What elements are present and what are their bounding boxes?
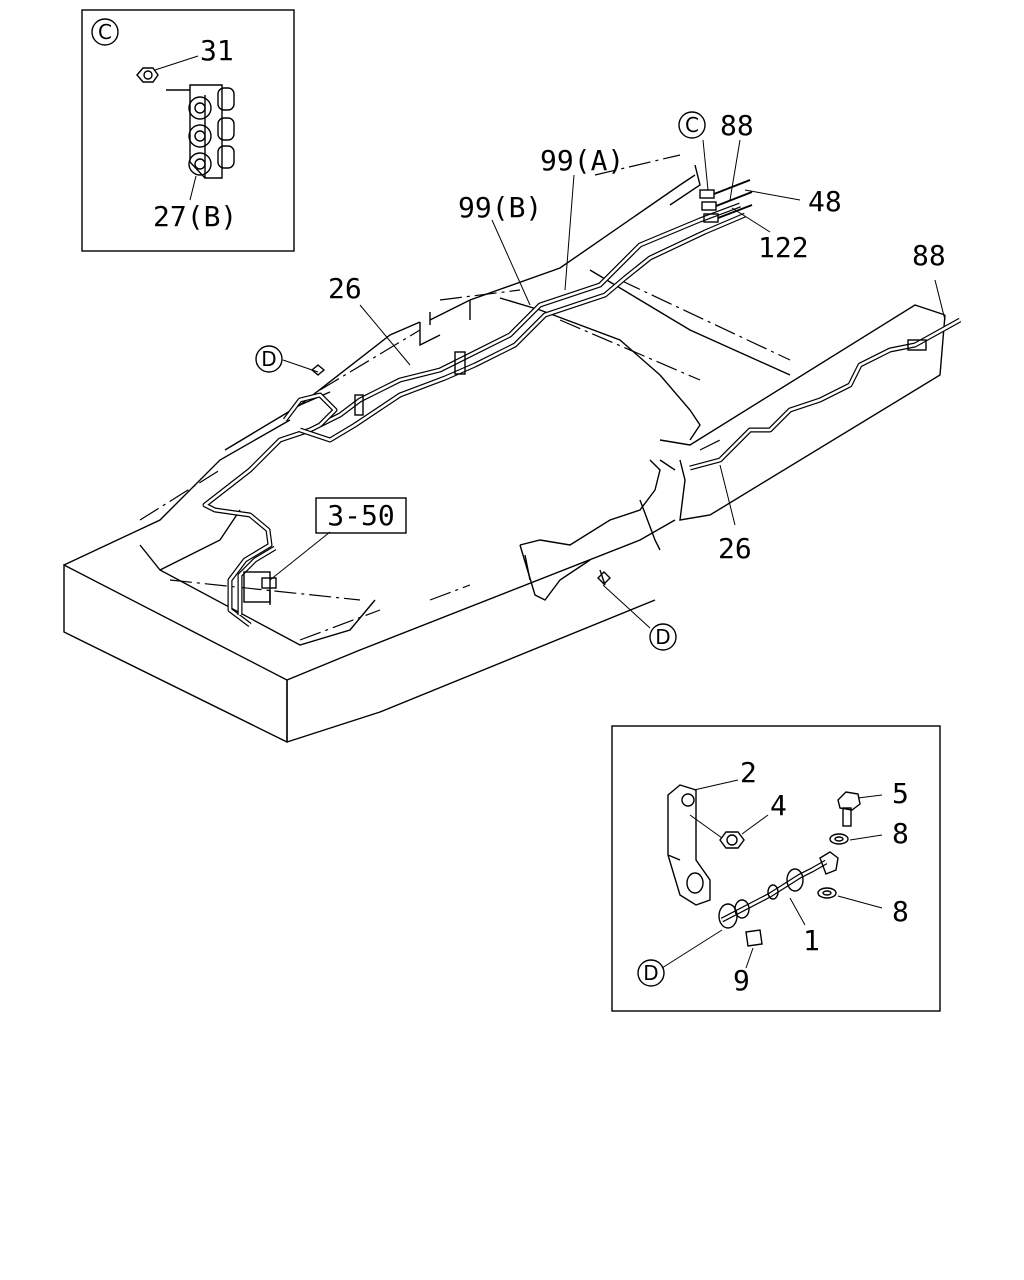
bolt-d-left bbox=[310, 364, 326, 376]
washer-8-top bbox=[829, 833, 883, 845]
detail-c-marker-label: C bbox=[98, 20, 112, 44]
label-48: 48 bbox=[808, 185, 842, 218]
label-31: 31 bbox=[200, 34, 234, 67]
label-99a: 99(A) bbox=[540, 144, 624, 177]
front-block-face bbox=[63, 563, 288, 744]
main-marker-d-left: D bbox=[255, 345, 283, 373]
detail-d-frame bbox=[611, 725, 941, 1012]
chassis-frame bbox=[63, 154, 946, 744]
main-marker-d-left-label: D bbox=[261, 347, 276, 371]
pipe-clip-left bbox=[454, 351, 466, 375]
pipe-clip-mid bbox=[354, 394, 364, 416]
label-27b: 27(B) bbox=[153, 200, 237, 233]
brake-pipes bbox=[202, 179, 962, 627]
reference-box-3-50: 3-50 bbox=[315, 497, 407, 534]
main-marker-c-label: C bbox=[685, 113, 699, 137]
detail-c-frame bbox=[81, 9, 295, 252]
main-marker-d-bottom: D bbox=[649, 623, 677, 651]
pipe-joint-27b bbox=[166, 84, 235, 201]
label-88-top: 88 bbox=[720, 109, 754, 142]
label-9: 9 bbox=[733, 964, 750, 997]
detail-c-marker: C bbox=[91, 18, 119, 46]
detail-d-marker-label: D bbox=[643, 961, 658, 985]
label-88-right: 88 bbox=[912, 239, 946, 272]
eye-bolt-5 bbox=[837, 791, 883, 827]
main-marker-d-bottom-label: D bbox=[655, 625, 670, 649]
label-26-top: 26 bbox=[328, 272, 362, 305]
label-1: 1 bbox=[803, 924, 820, 957]
reference-box-label: 3-50 bbox=[327, 499, 394, 532]
brake-hose-1 bbox=[718, 851, 839, 929]
nut-4 bbox=[689, 814, 769, 849]
flange-nut-31 bbox=[136, 55, 199, 83]
leader-lines bbox=[269, 139, 946, 629]
proportioning-valve bbox=[243, 571, 277, 605]
bracket-2 bbox=[667, 779, 739, 906]
pipe-clip-right bbox=[907, 339, 927, 351]
detail-d-panel: 2 4 5 8 bbox=[611, 725, 941, 1012]
label-8-bottom: 8 bbox=[892, 895, 909, 928]
washer-8-bottom bbox=[817, 887, 883, 909]
label-4: 4 bbox=[770, 789, 787, 822]
label-99b: 99(B) bbox=[458, 191, 542, 224]
clip-9 bbox=[745, 929, 763, 969]
label-8-top: 8 bbox=[892, 817, 909, 850]
label-5: 5 bbox=[892, 777, 909, 810]
label-122: 122 bbox=[758, 231, 809, 264]
bolt-d-main bbox=[597, 569, 611, 586]
main-marker-c: C bbox=[678, 111, 706, 139]
detail-c-panel: C 31 27(B) bbox=[81, 9, 295, 252]
label-2: 2 bbox=[740, 756, 757, 789]
label-26-bottom: 26 bbox=[718, 532, 752, 565]
detail-d-marker: D bbox=[637, 929, 723, 987]
